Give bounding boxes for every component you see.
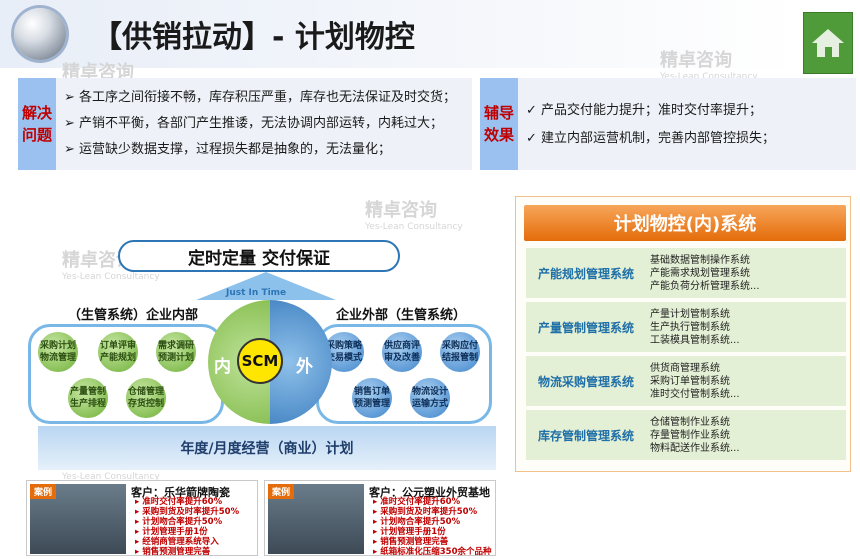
effects-panel: ✓ 产品交付能力提升；准时交付率提升； ✓ 建立内部运营机制，完善内部管控损失； <box>518 78 856 170</box>
inner-zone-label: （生管系统）企业内部 <box>68 308 199 323</box>
system-row: 产能规划管理系统 基础数据管制操作系统产能需求规划管理系统产能负荷分析管理系统.… <box>526 248 846 298</box>
system-row-name: 库存管制管理系统 <box>537 428 634 443</box>
effect-item: ✓ 建立内部运营机制，完善内部管控损失； <box>526 131 776 146</box>
plan-base: 年度/月度经营（商业）计划 <box>38 426 496 470</box>
logo-sphere-icon <box>14 8 66 60</box>
case-results: ▸ 准时交付率提升60% ▸ 采购到货及时率提升50% ▸ 计划吻合率提升50%… <box>373 497 492 557</box>
inner-circle: 仓储管理存货控制 <box>124 376 168 420</box>
problems-label: 解决问题 <box>18 78 56 170</box>
case-card: 案例 客户：公元塑业外贸基地 ▸ 准时交付率提升60% ▸ 采购到货及时率提升5… <box>264 480 496 557</box>
inner-word: 内 <box>214 357 231 377</box>
system-row: 库存管制管理系统 仓储管制作业系统存量管制作业系统物料配送作业系统... <box>526 410 846 460</box>
system-row-name: 产能规划管理系统 <box>537 266 634 281</box>
title-bar <box>0 0 800 68</box>
inner-circle: 采购计划物流管理 <box>36 330 80 374</box>
up-arrow-icon <box>196 272 336 300</box>
diagram-banner: 定时定量 交付保证 <box>118 240 400 272</box>
inner-circle: 需求调研预测计划 <box>154 330 198 374</box>
problem-item: ➢ 各工序之间衔接不畅，库存积压严重，库存也无法保证及时交货； <box>64 90 457 105</box>
scm-core: SCM <box>237 338 283 384</box>
case-client: 客户：乐华箭牌陶瓷 <box>131 486 230 499</box>
problem-item: ➢ 产销不平衡，各部门产生推诿，无法协调内部运转，内耗过大； <box>64 116 444 131</box>
plan-base-label: 年度/月度经营（商业）计划 <box>180 441 354 457</box>
home-button[interactable] <box>803 12 853 74</box>
case-tag: 案例 <box>30 484 57 499</box>
problems-panel: ➢ 各工序之间衔接不畅，库存积压严重，库存也无法保证及时交货； ➢ 产销不平衡，… <box>56 78 472 170</box>
home-icon <box>812 29 844 57</box>
case-results: ▸ 准时交付率提升60% ▸ 采购到货及时率提升50% ▸ 计划吻合率提升50%… <box>135 497 240 557</box>
jit-label: Just In Time <box>226 288 287 298</box>
outer-circle: 销售订单预测管理 <box>350 376 394 420</box>
outer-word: 外 <box>296 357 313 377</box>
outer-circle: 物流设计运输方式 <box>408 376 452 420</box>
case-client: 客户：公元塑业外贸基地 <box>369 486 490 499</box>
case-tag: 案例 <box>268 484 295 499</box>
outer-circle: 供应商评审及改善 <box>380 330 424 374</box>
system-title: 计划物控(内)系统 <box>524 205 846 241</box>
case-card: 案例 客户：乐华箭牌陶瓷 ▸ 准时交付率提升60% ▸ 采购到货及时率提升50%… <box>26 480 258 557</box>
effects-label: 辅导效果 <box>480 78 518 170</box>
problem-item: ➢ 运营缺少数据支撑，过程损失都是抽象的，无法量化； <box>64 142 392 157</box>
effect-item: ✓ 产品交付能力提升；准时交付率提升； <box>526 103 763 118</box>
system-row-name: 产量管制管理系统 <box>537 320 634 335</box>
system-row: 物流采购管理系统 供货商管理系统采购订单管制系统准时交付管制系统... <box>526 356 846 406</box>
outer-circle: 采购应付结报管制 <box>438 330 482 374</box>
outer-zone-label: 企业外部（生管系统） <box>336 308 467 323</box>
page-title: 【供销拉动】- 计划物控 <box>92 20 415 55</box>
inner-circle: 订单评审产能规划 <box>96 330 140 374</box>
inner-circle: 产量管制生产排程 <box>66 376 110 420</box>
system-row: 产量管制管理系统 产量计划管制系统生产执行管制系统工装模具管制系统... <box>526 302 846 352</box>
system-row-name: 物流采购管理系统 <box>537 374 634 389</box>
